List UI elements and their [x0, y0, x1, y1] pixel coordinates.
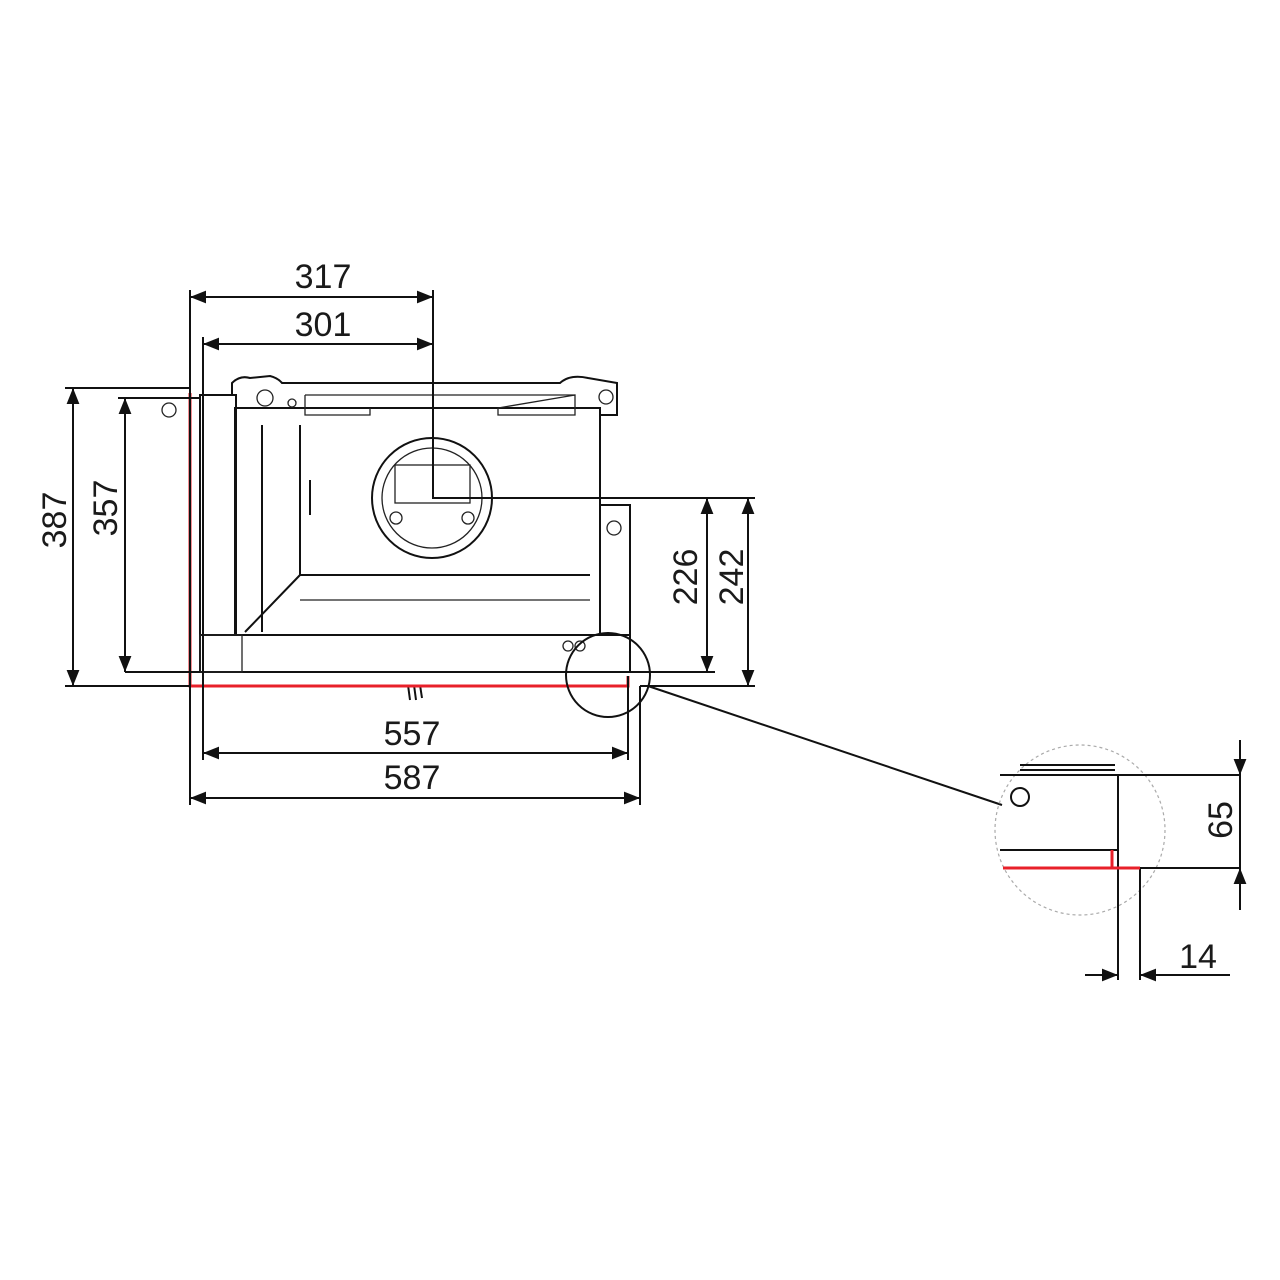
detail-view — [994, 740, 1247, 982]
dim-587: 587 — [384, 759, 441, 797]
extension-lines — [65, 290, 755, 805]
installation-outline — [188, 393, 630, 688]
dim-14: 14 — [1179, 938, 1217, 976]
dim-357: 357 — [87, 480, 125, 537]
dim-65: 65 — [1202, 801, 1240, 839]
dim-317: 317 — [295, 258, 352, 296]
hood-front-view — [161, 374, 631, 701]
dim-226: 226 — [667, 549, 705, 606]
dim-301: 301 — [295, 306, 352, 344]
dimension-lines — [66, 290, 755, 805]
detail-leader-line — [647, 685, 1003, 806]
detail-callout-circle — [565, 632, 651, 718]
dim-387: 387 — [36, 492, 74, 549]
dim-557: 557 — [384, 715, 441, 753]
dim-242: 242 — [713, 549, 751, 606]
